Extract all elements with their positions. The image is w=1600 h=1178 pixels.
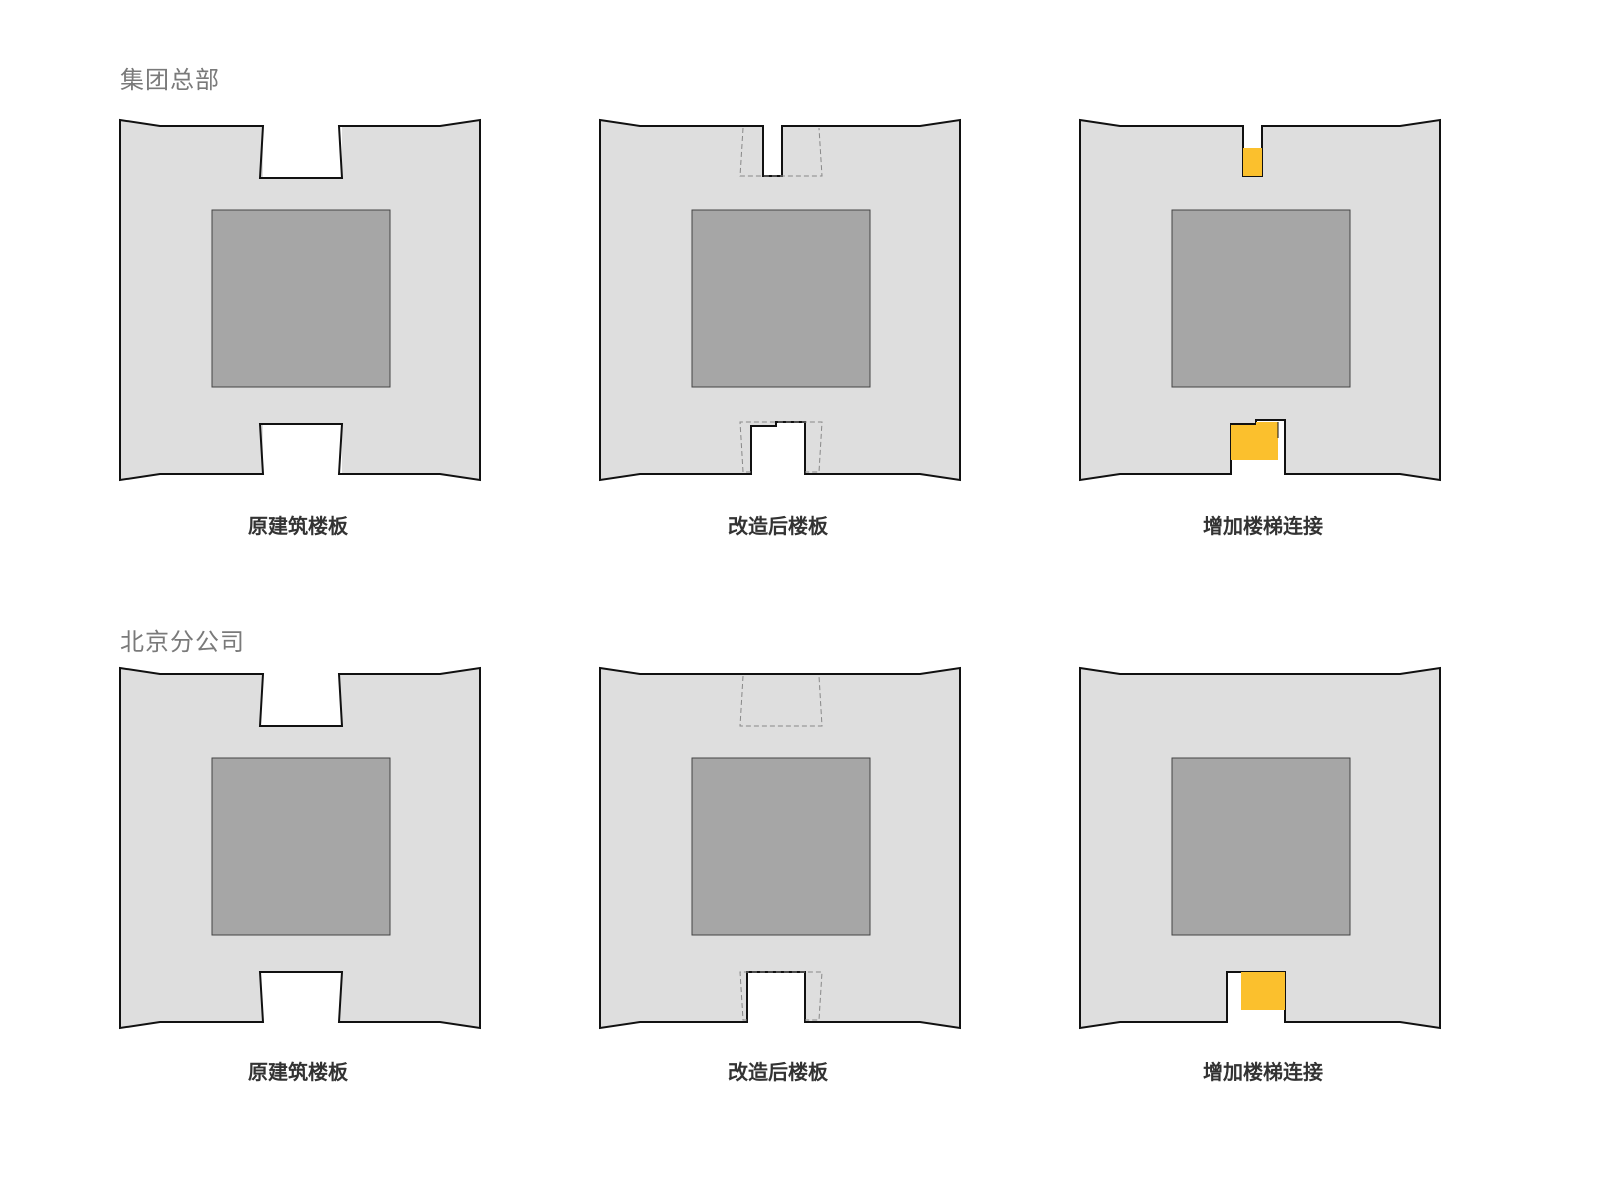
floor-plan-bj-stairs [1079, 666, 1460, 1048]
demolished-slab-outline [739, 421, 823, 473]
core-block [211, 757, 391, 936]
stair-connection [1243, 148, 1262, 176]
core-block [691, 209, 871, 388]
slab-outline [119, 118, 481, 482]
stair-connection [1231, 422, 1278, 460]
slab-outline [1079, 666, 1441, 1030]
demolished-slab-outline [739, 127, 823, 177]
floor-plan-bj-renovated [599, 666, 980, 1048]
section-title-beijing-branch: 北京分公司 [120, 628, 245, 656]
core-block [211, 209, 391, 388]
caption-hq-stairs: 增加楼梯连接 [1203, 514, 1323, 538]
floor-plan-hq-original [119, 118, 500, 500]
caption-bj-stairs: 增加楼梯连接 [1203, 1060, 1323, 1084]
demolished-slab-outline [739, 971, 823, 1021]
section-title-headquarters: 集团总部 [120, 66, 220, 94]
core-block [691, 757, 871, 936]
stair-connection [1241, 972, 1285, 1010]
slab-outline [599, 666, 961, 1030]
slab-outline [599, 118, 961, 482]
slab-outline [119, 666, 481, 1030]
floor-plan-bj-original [119, 666, 500, 1048]
caption-hq-renovated: 改造后楼板 [728, 514, 828, 538]
floor-plan-hq-stairs [1079, 118, 1460, 500]
demolished-slab-outline [739, 675, 823, 727]
core-block [1171, 757, 1351, 936]
core-block [1171, 209, 1351, 388]
caption-bj-renovated: 改造后楼板 [728, 1060, 828, 1084]
caption-bj-original: 原建筑楼板 [248, 1060, 348, 1084]
floor-plan-hq-renovated [599, 118, 980, 500]
caption-hq-original: 原建筑楼板 [248, 514, 348, 538]
